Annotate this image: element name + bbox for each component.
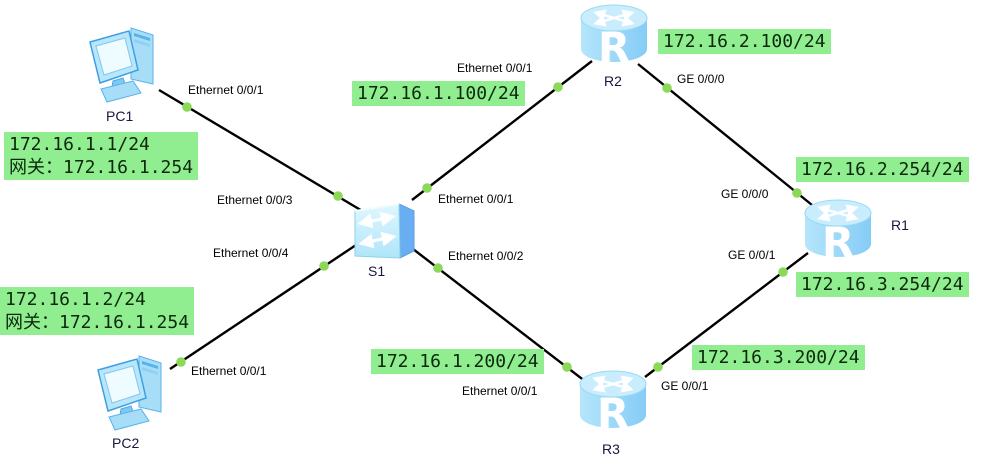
port-status-dot <box>553 82 563 92</box>
port-status-dot <box>182 102 192 112</box>
link-s1-r3[interactable] <box>412 248 591 386</box>
device-r1[interactable]: R <box>802 196 875 267</box>
annotation-pc2-ip[interactable]: 172.16.1.2/24 网关：172.16.1.254 <box>0 287 195 335</box>
device-s1[interactable] <box>352 194 416 269</box>
port-status-dot <box>562 362 572 372</box>
port-label-r3-ge001: GE 0/0/1 <box>661 379 709 393</box>
annotation-r3-ge-ip[interactable]: 172.16.3.200/24 <box>692 345 865 370</box>
port-label-s1-eth003: Ethernet 0/0/3 <box>217 193 293 207</box>
annotation-r2-ge-ip[interactable]: 172.16.2.100/24 <box>658 29 831 54</box>
port-status-dot <box>176 357 186 367</box>
port-status-dot <box>333 191 343 201</box>
port-label-pc2-eth001: Ethernet 0/0/1 <box>191 364 267 378</box>
port-label-r2-ge000: GE 0/0/0 <box>677 72 725 86</box>
port-status-dot <box>433 263 443 273</box>
port-label-s1-eth004: Ethernet 0/0/4 <box>213 246 289 260</box>
port-label-r3-eth001: Ethernet 0/0/1 <box>462 384 538 398</box>
port-status-dot <box>792 188 802 198</box>
link-pc1-s1[interactable] <box>158 88 365 214</box>
annotation-r3-eth-ip[interactable]: 172.16.1.200/24 <box>371 349 544 374</box>
annotation-r1-ge0-ip[interactable]: 172.16.2.254/24 <box>796 157 969 182</box>
port-label-r1-ge001: GE 0/0/1 <box>728 248 776 262</box>
router-icon: R <box>804 199 872 267</box>
link-s1-r2[interactable] <box>411 60 593 201</box>
port-status-dot <box>653 362 663 372</box>
device-pc1[interactable] <box>84 22 166 115</box>
annotation-pc1-ip[interactable]: 172.16.1.1/24 网关：172.16.1.254 <box>4 132 199 180</box>
annotation-r2-eth-ip[interactable]: 172.16.1.100/24 <box>352 81 525 106</box>
port-label-s1-eth002: Ethernet 0/0/2 <box>448 249 524 263</box>
device-r2[interactable]: R <box>578 1 651 72</box>
svg-text:R: R <box>598 23 630 67</box>
port-status-dot <box>422 183 432 193</box>
port-status-dot <box>778 267 788 277</box>
port-status-dot <box>662 83 672 93</box>
svg-text:R: R <box>822 218 854 262</box>
router-icon: R <box>580 4 648 72</box>
device-pc2[interactable] <box>92 350 174 443</box>
device-label-pc1: PC1 <box>106 108 134 124</box>
device-label-r3: R3 <box>602 441 620 457</box>
port-label-r2-eth001: Ethernet 0/0/1 <box>457 61 533 75</box>
port-label-pc1-eth001: Ethernet 0/0/1 <box>188 83 264 97</box>
pc-icon <box>89 27 154 103</box>
router-icon: R <box>579 370 647 438</box>
device-label-s1: S1 <box>368 263 386 279</box>
device-label-r1: R1 <box>891 217 909 233</box>
switch-icon <box>354 203 415 259</box>
annotation-r1-ge1-ip[interactable]: 172.16.3.254/24 <box>796 272 969 297</box>
svg-text:R: R <box>597 389 629 433</box>
port-label-s1-eth001: Ethernet 0/0/1 <box>438 192 514 206</box>
port-label-r1-ge000: GE 0/0/0 <box>721 187 769 201</box>
port-status-dot <box>319 261 329 271</box>
device-label-r2: R2 <box>604 73 622 89</box>
device-label-pc2: PC2 <box>112 435 140 451</box>
device-r3[interactable]: R <box>577 367 650 438</box>
pc-icon <box>97 355 162 431</box>
